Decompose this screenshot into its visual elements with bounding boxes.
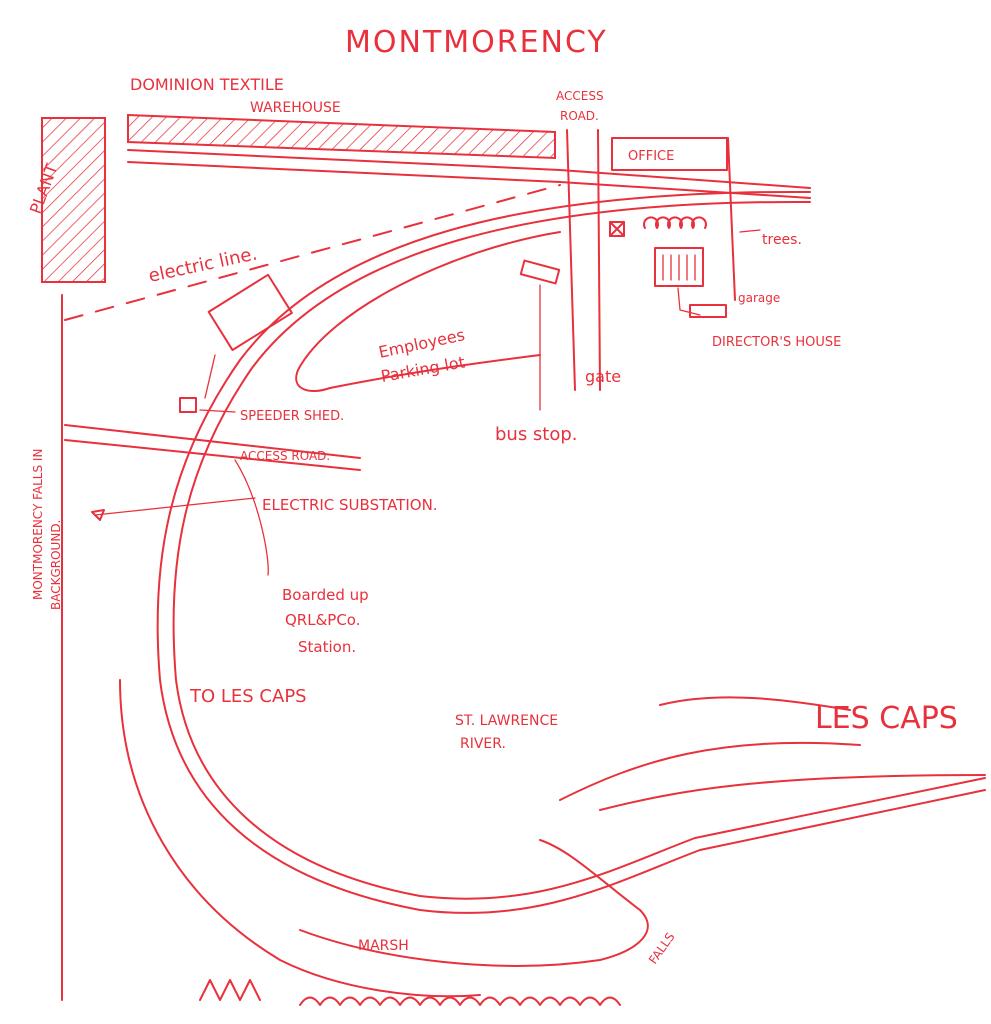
svg-text:QRL&PCo.: QRL&PCo.	[285, 611, 360, 629]
svg-text:garage: garage	[738, 291, 780, 305]
falls-background-label-2: BACKGROUND.	[49, 520, 63, 610]
office: OFFICE	[611, 137, 736, 301]
trees: trees.	[609, 216, 802, 248]
falls-background-label: MONTMORENCY FALLS IN	[31, 449, 45, 600]
svg-text:trees.: trees.	[762, 232, 802, 248]
svg-text:Boarded up: Boarded up	[282, 586, 369, 604]
svg-text:RIVER.: RIVER.	[460, 736, 506, 752]
electric-substation: ELECTRIC SUBSTATION.	[91, 496, 438, 521]
svg-text:SPEEDER SHED.: SPEEDER SHED.	[240, 409, 344, 424]
directors-house: garage DIRECTOR'S HOUSE	[654, 247, 841, 350]
les-caps-label: LES CAPS	[815, 701, 958, 736]
map-title: MONTMORENCY	[345, 25, 608, 60]
svg-text:ROAD.: ROAD.	[560, 109, 599, 123]
rail-top	[127, 149, 811, 199]
svg-text:WAREHOUSE: WAREHOUSE	[250, 100, 341, 116]
rail-curve	[156, 190, 986, 914]
to-les-caps-label: TO LES CAPS	[189, 686, 307, 707]
plant: PLANT	[26, 117, 106, 283]
svg-text:OFFICE: OFFICE	[628, 149, 674, 164]
warehouse: DOMINION TEXTILE WAREHOUSE	[127, 75, 556, 160]
svg-text:ACCESS: ACCESS	[556, 89, 604, 103]
electric-line	[64, 184, 561, 321]
access-road-mid	[64, 424, 361, 471]
bus-stop-label: bus stop.	[495, 424, 578, 445]
boarded-up-station: Boarded up QRL&PCo. Station.	[282, 586, 369, 656]
gate-label: gate	[585, 367, 621, 386]
access-road-top	[566, 129, 601, 391]
shoreline	[119, 679, 481, 998]
st-lawrence-river: ST. LAWRENCE RIVER.	[299, 696, 986, 967]
svg-text:Station.: Station.	[298, 638, 356, 656]
employees-parking-lot: Employees Parking lot	[295, 231, 561, 392]
speeder-shed: SPEEDER SHED.	[179, 273, 344, 424]
falls-label: FALLS	[646, 930, 678, 967]
svg-text:ST. LAWRENCE: ST. LAWRENCE	[455, 713, 558, 729]
svg-text:electric line.: electric line.	[147, 243, 259, 286]
svg-text:ELECTRIC SUBSTATION.: ELECTRIC SUBSTATION.	[262, 496, 438, 514]
svg-text:ACCESS ROAD.: ACCESS ROAD.	[240, 449, 330, 463]
svg-text:DOMINION TEXTILE: DOMINION TEXTILE	[130, 75, 284, 94]
svg-text:DIRECTOR'S HOUSE: DIRECTOR'S HOUSE	[712, 335, 841, 350]
marsh-label: MARSH	[358, 938, 409, 954]
